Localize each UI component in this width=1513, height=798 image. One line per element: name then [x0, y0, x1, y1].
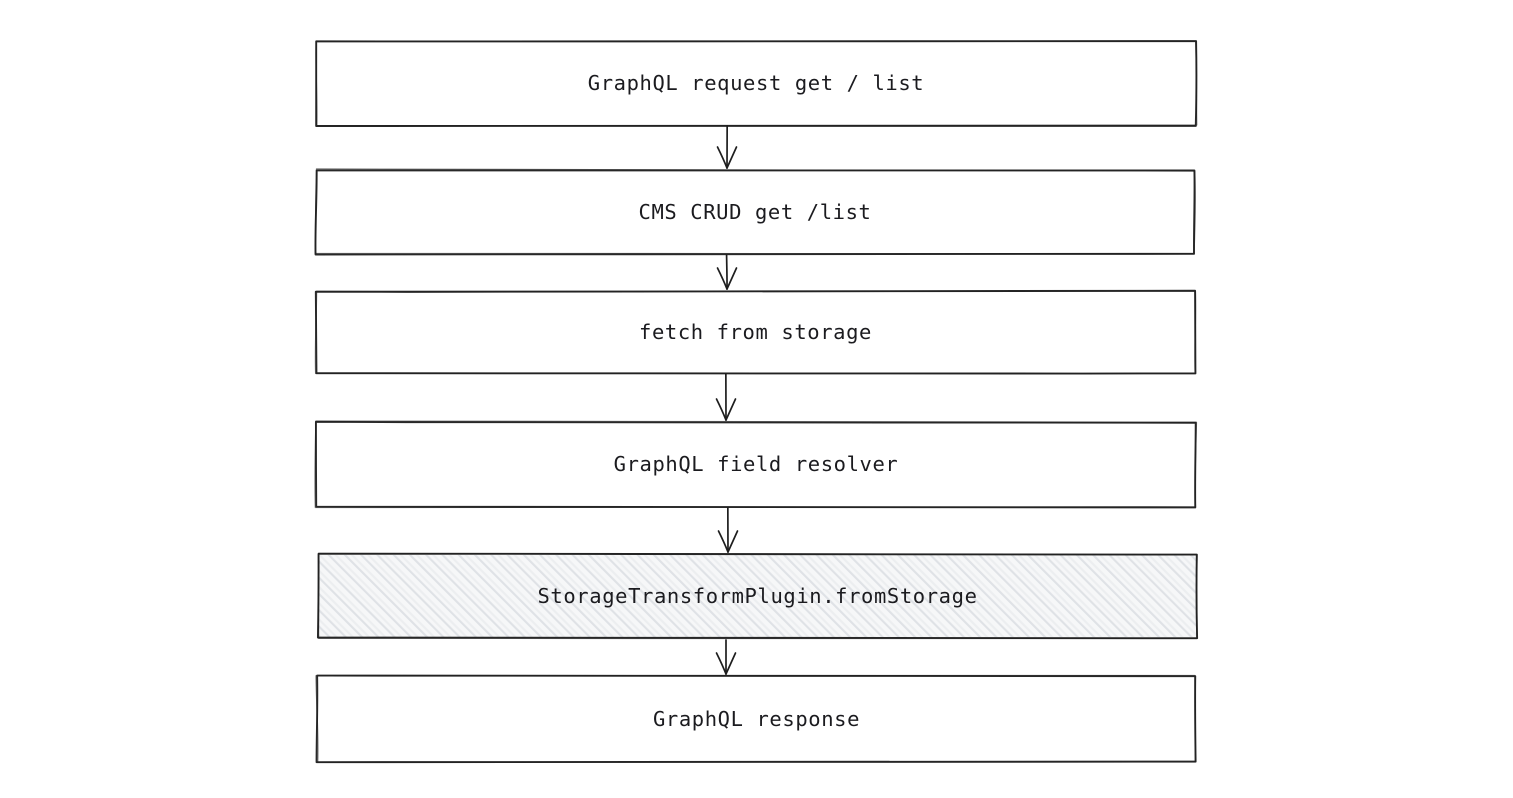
node-storage-transform-plugin-label: StorageTransformPlugin.fromStorage [537, 583, 978, 608]
node-cms-crud-hitbox[interactable]: CMS CRUD get /list [316, 170, 1194, 254]
edge-5-arrowhead [715, 652, 727, 675]
edge-5[interactable] [715, 639, 737, 675]
edge-3[interactable] [715, 373, 737, 421]
edge-2-arrowhead [716, 267, 728, 290]
node-fetch-storage-border [314, 290, 1197, 375]
node-fetch-storage-hitbox[interactable]: fetch from storage [316, 291, 1195, 373]
node-graphql-response-hitbox[interactable]: GraphQL response [317, 676, 1196, 762]
edge-2-arrowhead [726, 267, 738, 290]
node-field-resolver-hitbox[interactable]: GraphQL field resolver [316, 422, 1196, 507]
node-graphql-request[interactable] [315, 40, 1198, 127]
node-cms-crud[interactable] [314, 168, 1196, 256]
node-graphql-request-hitbox[interactable]: GraphQL request get / list [316, 41, 1196, 126]
node-field-resolver-label: GraphQL field resolver [613, 452, 899, 477]
edge-1-arrowhead [716, 146, 728, 169]
node-graphql-response-label: GraphQL response [652, 706, 861, 731]
edge-2[interactable] [716, 254, 738, 290]
node-storage-transform-plugin[interactable] [316, 552, 1199, 640]
node-field-resolver[interactable] [314, 420, 1198, 509]
node-graphql-request-label: GraphQL request get / list [587, 71, 925, 96]
edge-1[interactable] [716, 125, 738, 169]
node-fetch-storage[interactable] [314, 289, 1197, 375]
node-storage-transform-plugin-border [317, 552, 1198, 640]
nodes-group [314, 40, 1199, 764]
node-cms-crud-label: CMS CRUD get /list [638, 199, 872, 224]
node-storage-transform-plugin-hachure-fill [319, 555, 1196, 637]
node-fetch-storage-label: fetch from storage [639, 319, 872, 344]
node-cms-crud-border [314, 168, 1196, 255]
edge-4-arrowhead [717, 530, 729, 553]
edges-group [715, 125, 739, 675]
node-field-resolver-border [314, 420, 1198, 509]
node-storage-transform-plugin-hitbox[interactable]: StorageTransformPlugin.fromStorage [318, 554, 1197, 638]
edge-4-arrowhead [727, 530, 739, 553]
edge-4[interactable] [717, 507, 739, 553]
node-graphql-request-border [315, 40, 1198, 127]
edge-5-arrowhead [725, 652, 737, 675]
edge-3-arrowhead [715, 398, 727, 421]
edge-1-arrowhead [726, 146, 738, 169]
node-field-resolver-border [314, 420, 1197, 509]
edge-3-arrowhead [725, 398, 737, 421]
